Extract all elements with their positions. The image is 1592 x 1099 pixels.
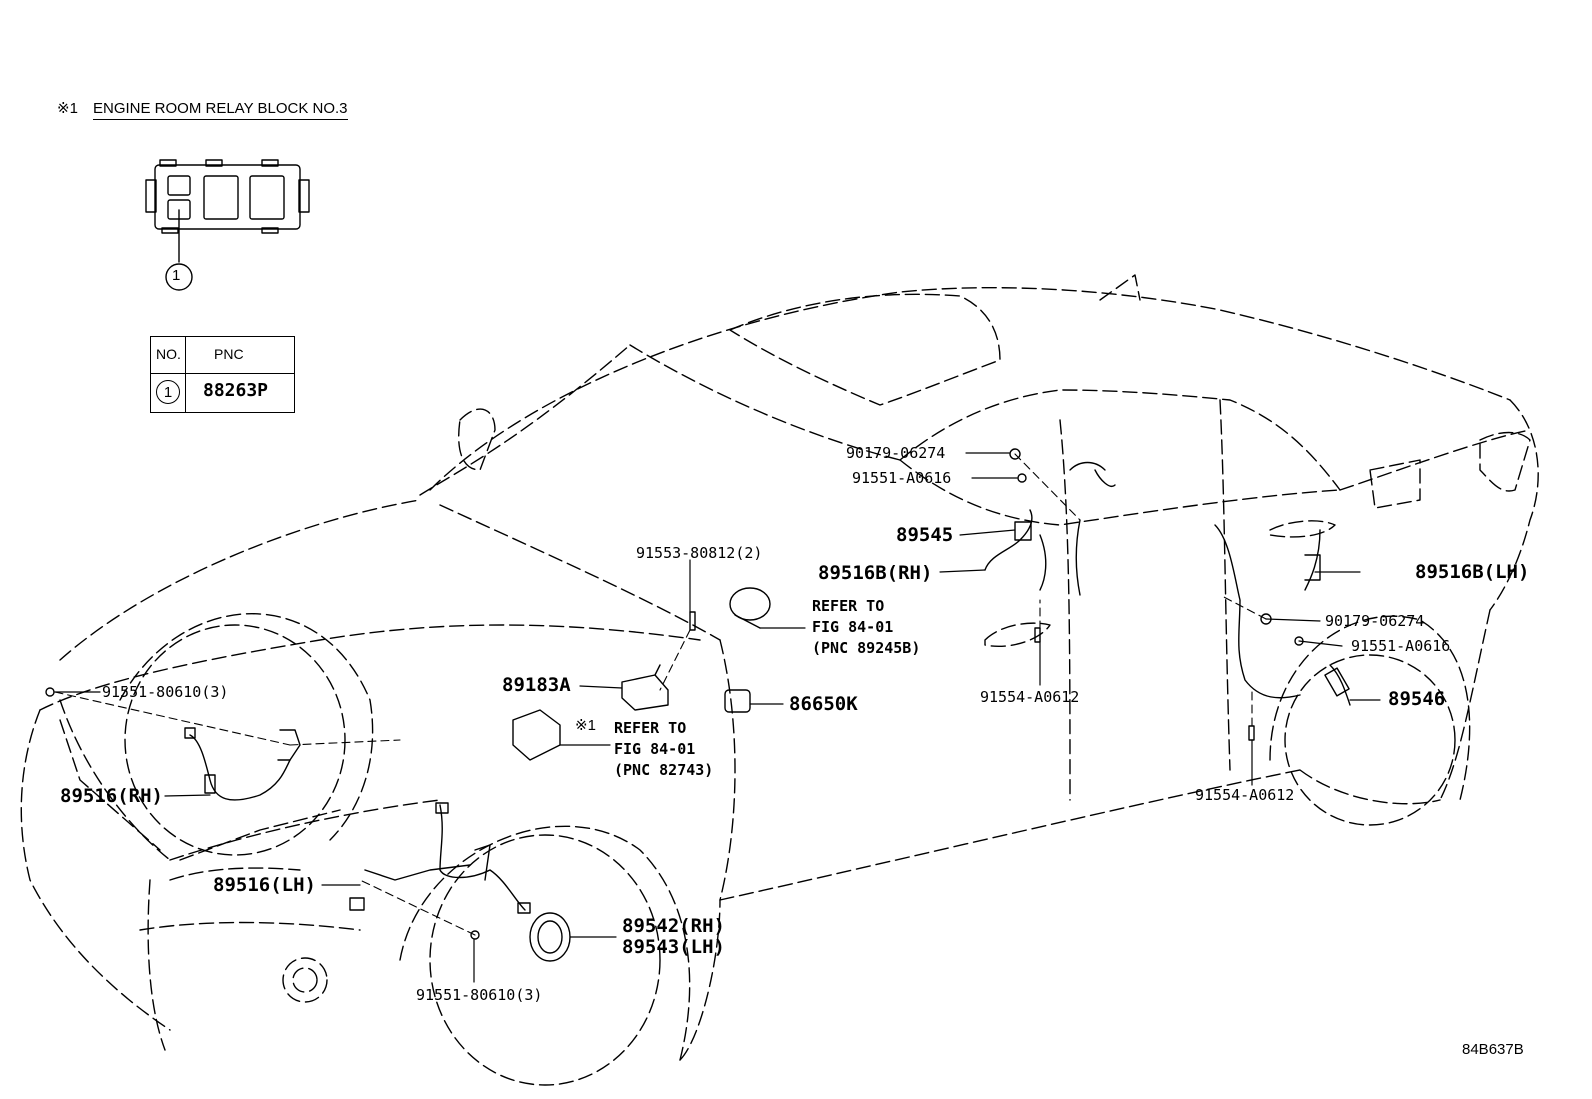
dashed-leaders: [54, 453, 1267, 936]
leader-lines: [54, 452, 1381, 983]
relay-block-drawing: [145, 159, 310, 291]
legend-header-no: NO.: [156, 346, 181, 362]
legend-row-pnc: 88263P: [203, 380, 269, 401]
label-91551-a0616-upper: 91551-A0616: [852, 469, 952, 487]
refer-note-89245b-line1: REFER TO: [812, 597, 885, 615]
label-89545: 89545: [896, 524, 954, 546]
label-89543-lh: 89543(LH): [622, 936, 725, 958]
label-91551-80610-lower: 91551-80610(3): [416, 986, 543, 1004]
figure-code: 84B637B: [1462, 1041, 1524, 1058]
label-90179-upper: 90179-06274: [846, 444, 946, 462]
car-outline: [20, 274, 1539, 1086]
refer-note-82743-line3: (PNC 82743): [614, 761, 714, 779]
label-90179-lower: 90179-06274: [1325, 612, 1425, 630]
label-89546: 89546: [1388, 688, 1446, 710]
label-91551-80610-upper: 91551-80610(3): [102, 683, 229, 701]
label-89183a: 89183A: [502, 674, 571, 696]
label-89516b-lh: 89516B(LH): [1415, 561, 1530, 583]
label-91551-a0616-lower: 91551-A0616: [1351, 637, 1451, 655]
relay-callout-number: 1: [172, 267, 181, 284]
refer-note-82743-line1: REFER TO: [614, 719, 687, 737]
refer-note-82743-mark: ※1: [575, 717, 596, 734]
label-91553: 91553-80812(2): [636, 544, 763, 562]
legend-header-pnc: PNC: [214, 346, 244, 362]
label-89516-rh: 89516(RH): [60, 785, 163, 807]
label-91554-lower: 91554-A0612: [1195, 786, 1295, 804]
refer-note-82743-line2: FIG 84-01: [614, 740, 696, 758]
label-86650k: 86650K: [789, 693, 858, 715]
note-mark: ※1: [57, 100, 78, 117]
harness-components: [45, 448, 1351, 962]
label-89516b-rh: 89516B(RH): [818, 562, 933, 584]
note-title: ENGINE ROOM RELAY BLOCK NO.3: [93, 101, 348, 120]
label-91554-upper: 91554-A0612: [980, 688, 1080, 706]
label-89542-rh: 89542(RH): [622, 915, 725, 937]
refer-note-89245b-line2: FIG 84-01: [812, 618, 894, 636]
label-89516-lh: 89516(LH): [213, 874, 316, 896]
legend-table: NO. PNC 1 88263P: [150, 336, 295, 413]
refer-note-82743: REFER TO FIG 84-01 (PNC 82743): [614, 718, 713, 781]
legend-header-row: [151, 337, 294, 374]
legend-column-divider: [185, 337, 186, 412]
refer-note-89245b-line3: (PNC 89245B): [812, 639, 921, 657]
refer-note-89245b: REFER TO FIG 84-01 (PNC 89245B): [812, 596, 920, 659]
legend-row-number: 1: [156, 380, 180, 404]
